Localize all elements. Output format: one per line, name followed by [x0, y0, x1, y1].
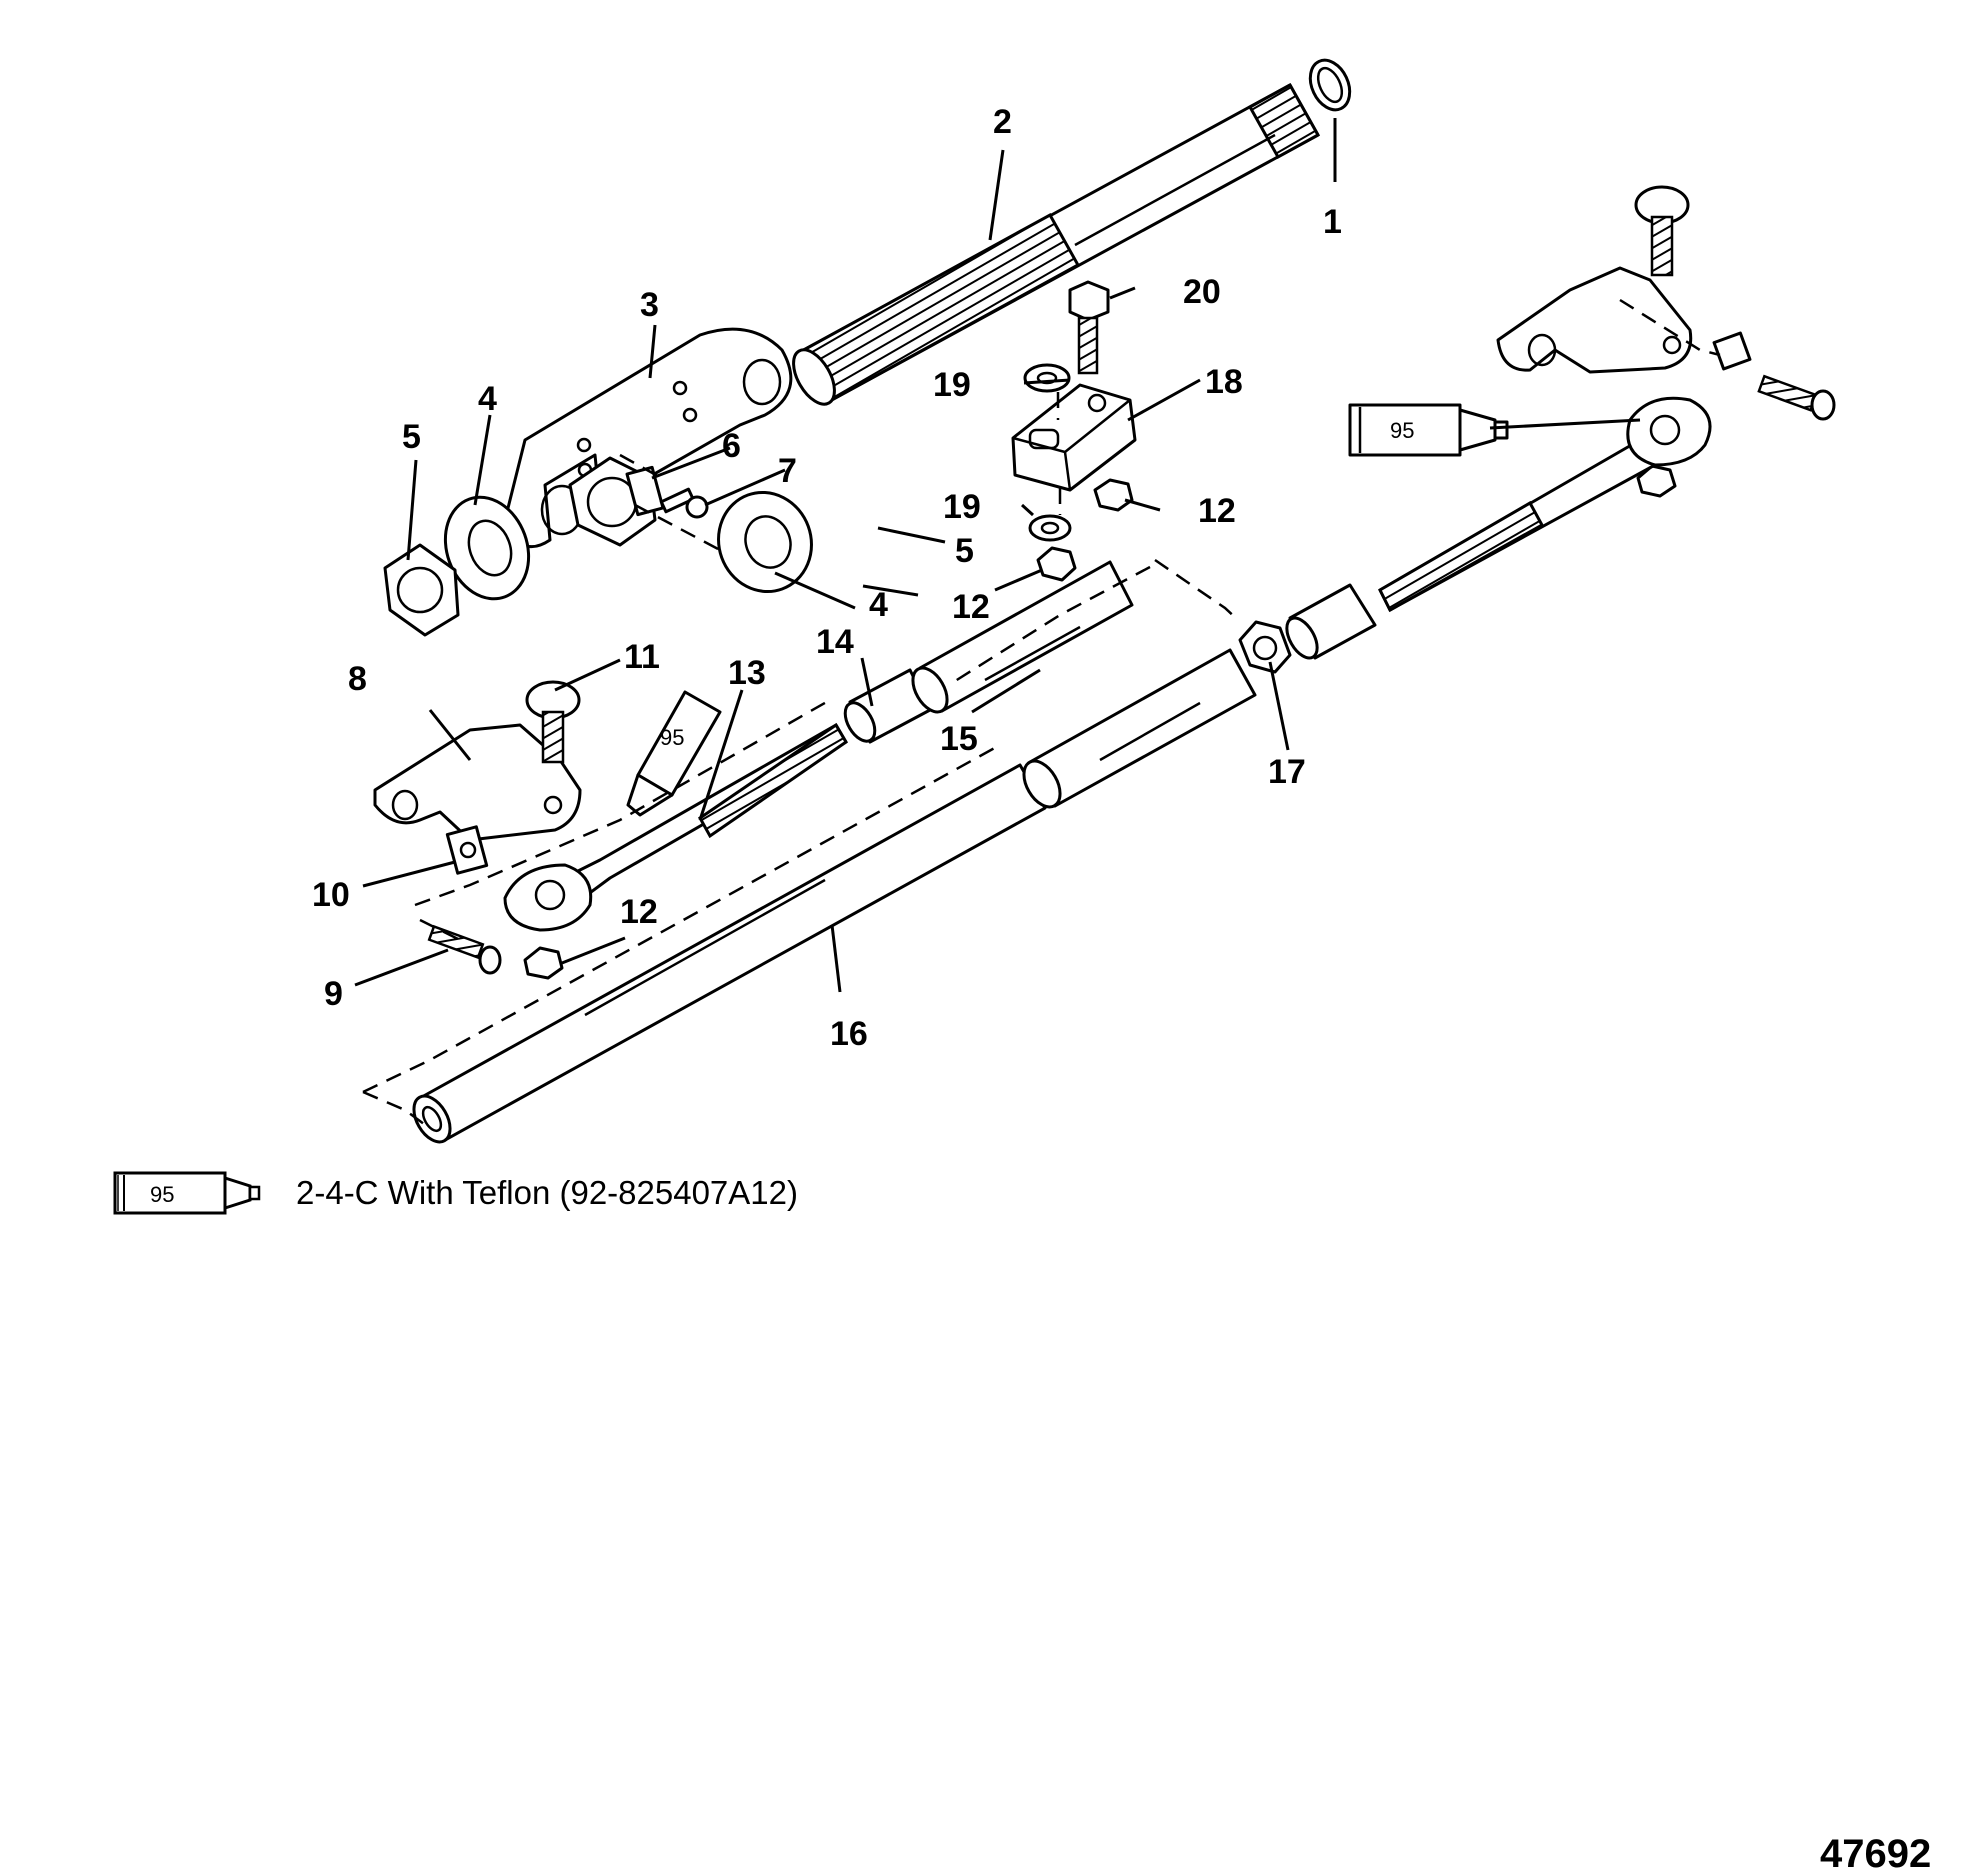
lubricant-tube-label: 95 [1390, 418, 1414, 443]
right-bolt-side [1757, 374, 1836, 421]
callout-1: 1 [1323, 203, 1342, 241]
callout-19-upper: 19 [933, 366, 971, 404]
long-tube-part-16 [412, 648, 1257, 1144]
callout-19-lower: 19 [943, 488, 981, 526]
right-lock-tab [1712, 331, 1752, 371]
callout-10: 10 [312, 876, 350, 914]
alignment-lines [362, 298, 1721, 1126]
callout-16: 16 [830, 1015, 868, 1053]
rod-end-part-13 [503, 722, 848, 932]
bolt-part-11 [525, 680, 581, 764]
callout-11: 11 [624, 638, 660, 676]
callout-6: 6 [722, 427, 741, 465]
washer-part-19-b [1028, 514, 1072, 542]
legend-text: 2-4-C With Teflon (92-825407A12) [296, 1174, 798, 1211]
callout-12-left: 12 [620, 893, 658, 931]
callout-14: 14 [816, 623, 854, 661]
callout-15: 15 [940, 720, 978, 758]
hex-nut-part-5-left [383, 543, 460, 637]
washer-part-4-left [443, 495, 531, 601]
right-rod-end [1378, 396, 1712, 613]
callout-4-left: 4 [478, 380, 497, 418]
locknut-part-12-a [1036, 546, 1077, 582]
callout-12-center: 12 [952, 588, 990, 626]
lock-tab-part-10 [445, 825, 489, 875]
lubricant-tube-legend-icon: 95 [113, 1171, 261, 1215]
callout-5-left: 5 [402, 418, 421, 456]
bolt-part-9 [427, 924, 502, 975]
legend-tube-label: 95 [150, 1182, 174, 1207]
o-ring-part-1 [1308, 58, 1352, 112]
bolt-part-20 [1068, 280, 1110, 375]
right-bolt-upper [1634, 185, 1690, 277]
legend: 95 2-4-C With Teflon (92-825407A12) [112, 1168, 798, 1218]
washer-part-19-a [1023, 363, 1071, 393]
tube-part-15 [911, 560, 1134, 714]
callout-17: 17 [1268, 753, 1306, 791]
clip-part-6 [625, 465, 665, 517]
locknut-part-12-b [1093, 478, 1134, 512]
right-sleeve [1285, 583, 1377, 660]
clamp-block-part-18 [1011, 383, 1137, 492]
callout-4-right: 4 [869, 586, 888, 624]
callout-3: 3 [640, 286, 659, 324]
callout-7: 7 [778, 452, 797, 490]
callout-18: 18 [1205, 363, 1243, 401]
callout-8: 8 [348, 660, 367, 698]
callout-20: 20 [1183, 273, 1221, 311]
screw-part-7 [659, 487, 709, 519]
mounting-bracket-part-8 [373, 723, 582, 842]
washer-part-4-right [717, 490, 813, 594]
jam-nut-part-17 [1238, 620, 1292, 674]
callout-12-right: 12 [1198, 492, 1236, 530]
figure-number: 47692 [1820, 1832, 1932, 1872]
callout-9: 9 [324, 975, 343, 1013]
right-mounting-bracket [1496, 266, 1693, 374]
callout-5-right: 5 [955, 532, 974, 570]
threaded-tube-part-2 [792, 82, 1321, 406]
callout-2: 2 [993, 103, 1012, 141]
lubricant-tube-label: 95 [660, 725, 684, 750]
leader-lines [354, 118, 1641, 993]
callout-numbers: 1 2 3 4 4 5 5 6 7 8 9 10 11 12 12 12 13 … [312, 103, 1342, 1053]
lubricant-tube-upper: 95 [1348, 403, 1509, 457]
lubricant-tube-center: 95 [626, 690, 722, 817]
callout-13: 13 [728, 654, 766, 692]
locknut-part-12-c [523, 946, 564, 980]
